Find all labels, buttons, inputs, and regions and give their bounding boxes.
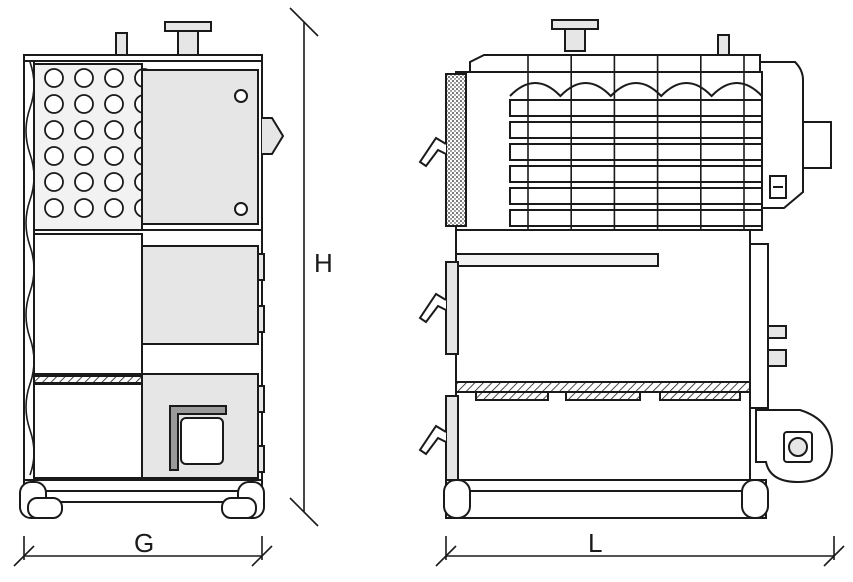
tube-hole xyxy=(74,146,94,166)
tube-hole xyxy=(74,198,94,218)
front-middle-hinge-bottom xyxy=(257,305,265,333)
height-tick-bottom xyxy=(289,497,319,527)
side-middle-door xyxy=(445,261,459,355)
side-flange-cap xyxy=(551,19,599,30)
length-label: L xyxy=(588,528,602,558)
front-upper-bolt-top xyxy=(234,89,248,103)
side-fan-hub xyxy=(788,437,808,457)
tube-hole xyxy=(74,172,94,192)
side-fin-block xyxy=(509,55,763,232)
front-window xyxy=(180,417,224,465)
tube-hole xyxy=(74,94,94,114)
side-grate-block-2 xyxy=(565,391,641,401)
fin-row xyxy=(509,121,763,139)
tube-hole xyxy=(74,68,94,88)
side-rear-panel xyxy=(749,243,769,409)
fin-row xyxy=(509,187,763,205)
fin-wave-top xyxy=(509,82,763,98)
fin-row xyxy=(509,165,763,183)
height-label: H xyxy=(314,248,333,278)
tube-hole xyxy=(44,94,64,114)
front-lower-left-panel xyxy=(33,383,143,479)
side-lower-body xyxy=(455,229,751,481)
front-lower-hinge-top xyxy=(257,385,265,413)
fin-row xyxy=(509,143,763,161)
side-rear-connector-top xyxy=(767,325,787,339)
side-flue-box xyxy=(759,61,804,209)
side-flue-outlet xyxy=(802,121,832,169)
tube-hole xyxy=(74,120,94,140)
tube-hole xyxy=(104,198,124,218)
front-upper-bolt-bottom xyxy=(234,202,248,216)
side-handle-middle xyxy=(418,292,447,324)
front-window-frame xyxy=(169,405,227,471)
side-baffle xyxy=(455,253,659,267)
side-foot-rear xyxy=(741,479,769,519)
tube-hole xyxy=(44,172,64,192)
tube-hole xyxy=(44,120,64,140)
tube-hole xyxy=(104,68,124,88)
front-middle-hinge-top xyxy=(257,253,265,281)
front-view xyxy=(19,21,285,519)
side-view xyxy=(418,19,834,519)
front-lower-hinge-bottom xyxy=(257,445,265,473)
front-flue-cover xyxy=(262,117,285,155)
side-grate-block-1 xyxy=(475,391,549,401)
tube-hole xyxy=(104,146,124,166)
side-handle-bottom xyxy=(418,424,447,456)
side-lower-door xyxy=(445,395,459,481)
width-label: G xyxy=(134,528,154,558)
tube-hole xyxy=(104,94,124,114)
side-rear-connector-bottom xyxy=(767,349,787,367)
side-grate-block-3 xyxy=(659,391,741,401)
front-flange-cap xyxy=(164,21,212,32)
tube-hole xyxy=(44,68,64,88)
front-flange-pipe xyxy=(177,30,199,56)
side-grate xyxy=(455,381,751,393)
front-small-pipe xyxy=(115,32,128,56)
front-foot-right-inner xyxy=(221,497,257,519)
fin-row xyxy=(509,209,763,227)
fin-row xyxy=(509,99,763,117)
front-middle-door xyxy=(141,245,259,345)
side-base xyxy=(445,479,767,519)
side-flange-pipe xyxy=(564,28,586,52)
side-foot-front xyxy=(443,479,471,519)
front-foot-left-inner xyxy=(27,497,63,519)
tube-hole xyxy=(44,198,64,218)
height-tick-top xyxy=(289,7,319,37)
dimension-lines xyxy=(13,7,845,567)
side-front-insulation xyxy=(445,73,467,227)
side-handle-top xyxy=(418,136,447,168)
tube-hole xyxy=(44,146,64,166)
tube-hole xyxy=(104,120,124,140)
front-middle-left-panel xyxy=(33,233,143,375)
tube-hole xyxy=(104,172,124,192)
front-grate xyxy=(33,375,143,384)
side-small-pipe xyxy=(717,34,730,56)
